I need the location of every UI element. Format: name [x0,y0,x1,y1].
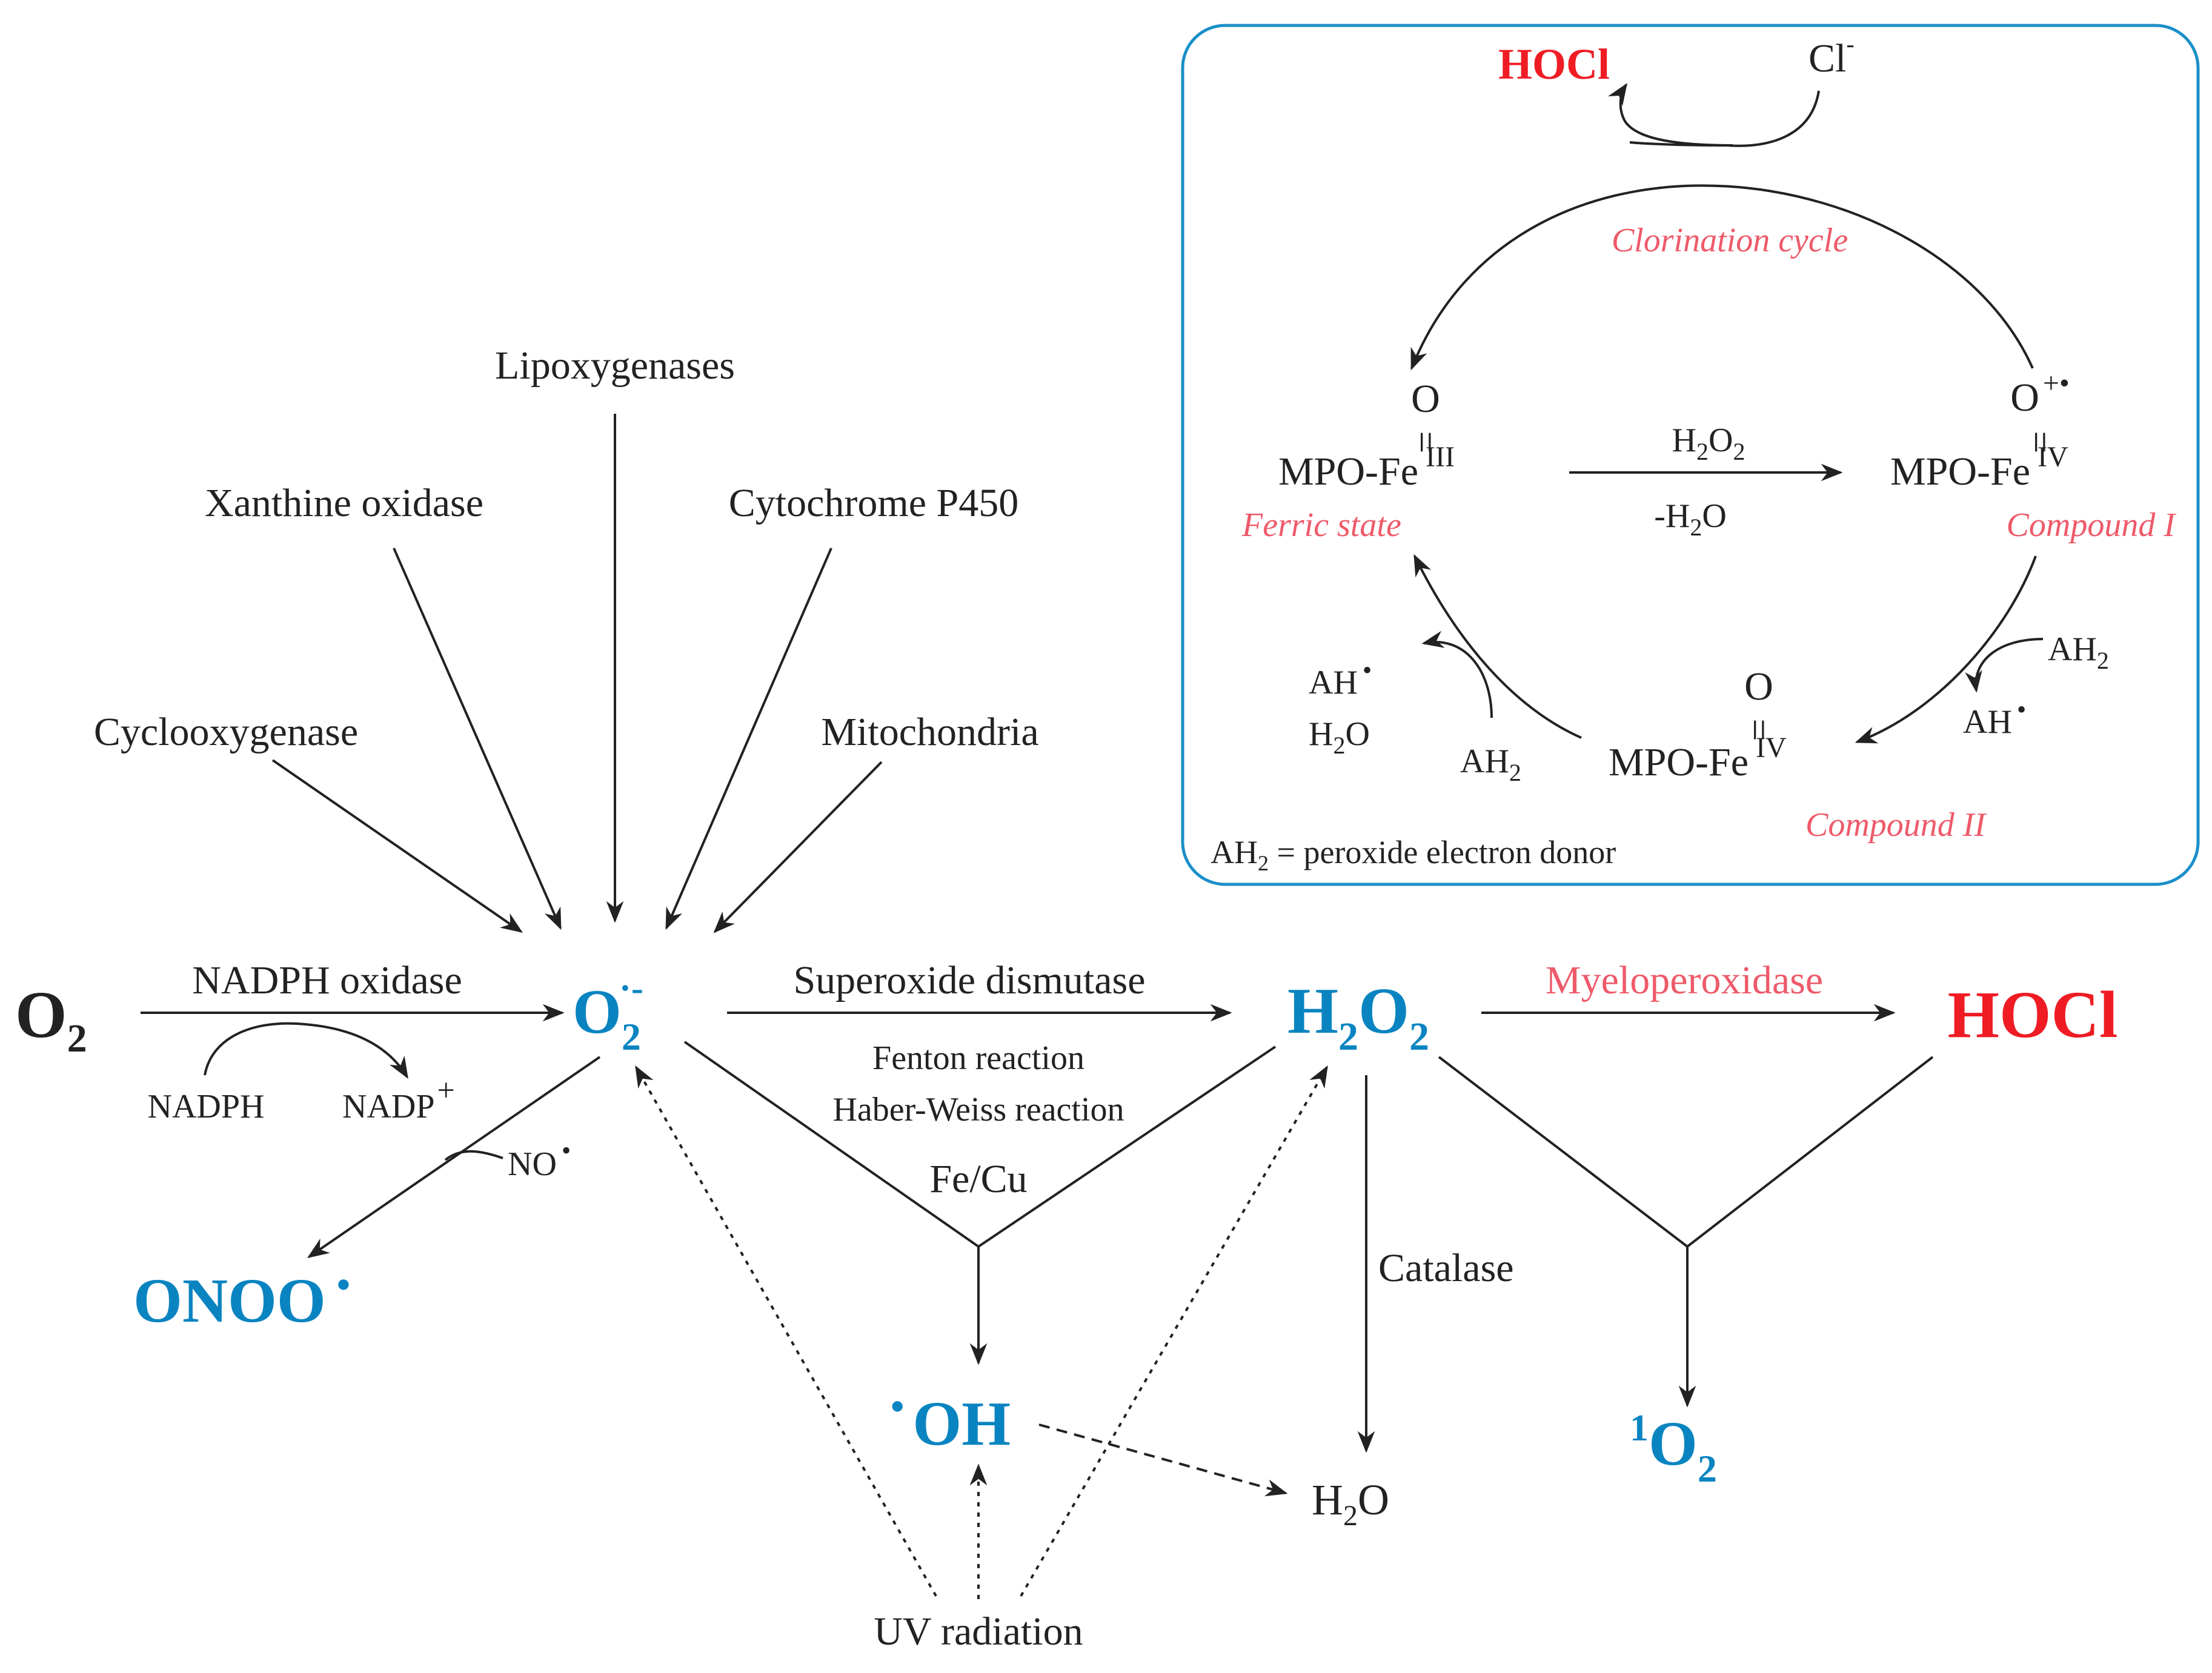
mitochondria-arrow [713,761,883,933]
compound-i-oxo-o: O+• [2010,367,2070,420]
chlorination-cycle-label: Clorination cycle [1612,222,1848,259]
left-ah-radical-label: AH• [1309,655,1372,701]
catalase-label: Catalase [1378,1246,1514,1290]
uv-radiation-label: UV radiation [874,1609,1083,1654]
nadph-oxidase-label: NADPH oxidase [192,958,462,1002]
superoxide-sources: Lipoxygenases Xanthine oxidase Cytochrom… [94,343,1039,933]
cycle-arc-left [1413,554,1582,739]
cycle-arc-top [1410,184,2034,371]
main-pathway: O2 NADPH oxidase NADPH NADP+ O2·- Supero… [15,958,2118,1128]
right-ah2-label: AH2 [2048,631,2109,674]
fenton-left-branch [683,1041,980,1248]
inset-h2o2-label: H2O2 [1672,422,1745,465]
ferric-state-label: Ferric state [1241,506,1401,544]
uv-to-superoxide-arrow [635,1065,937,1597]
lower-reactions: NO• ONOO• Fe/Cu •OH Catalase H2O 1O2 [133,1041,1934,1654]
inset-border [1181,24,2200,886]
source-xanthine-oxidase: Xanthine oxidase [205,481,483,525]
compound-ii-oxo-o: O [1744,664,1773,709]
hydroxyl-to-water-arrow [1038,1423,1288,1497]
nadp-label: NADP+ [342,1073,455,1125]
fenton-right-branch [977,1045,1277,1248]
right-donor-curve [1965,638,2044,693]
nitric-oxide-curve [444,1150,503,1161]
singlet-oxygen: 1O2 [1630,1408,1717,1490]
nadph-cofactor-curve [204,1022,408,1079]
source-lipoxygenases: Lipoxygenases [495,343,735,388]
hydroxyl-radical: •OH [891,1385,1011,1459]
inset-chloride-label: Cl- [1808,30,1855,81]
oxygen-o2: O2 [15,978,87,1061]
source-cyclooxygenase: Cyclooxygenase [94,710,358,754]
fe-cu-label: Fe/Cu [929,1157,1027,1201]
compound-i-double-bond: = [2018,431,2062,453]
superoxide-o2: O2·- [573,968,643,1058]
minus-water-label: -H2O [1654,497,1727,541]
right-ah-radical-label: AH• [1963,695,2026,741]
singlet-left-branch [1438,1056,1689,1248]
water-product: H2O [1312,1476,1389,1532]
compound-ii-label: Compound II [1805,806,1987,844]
hypochlorous-acid: HOCl [1947,978,2117,1052]
source-cytochrome-p450: Cytochrome P450 [729,481,1018,525]
myeloperoxidase-label: Myeloperoxidase [1546,958,1823,1002]
nitric-oxide-label: NO• [508,1136,571,1183]
fenton-reaction-label: Fenton reaction [872,1039,1084,1077]
left-ah2-label: AH2 [1460,743,1521,786]
compound-ii-double-bond: = [1737,718,1781,741]
source-mitochondria: Mitochondria [821,710,1038,754]
peroxynitrite-arrow [307,1056,601,1259]
peroxynitrite: ONOO• [133,1263,350,1336]
ferric-oxo-o: O [1411,377,1440,421]
nadph-label: NADPH [148,1088,265,1125]
cytochrome-p450-arrow [665,548,832,930]
cycle-arc-right [1855,555,2037,744]
inset-hocl-label: HOCl [1498,40,1610,88]
superoxide-dismutase-label: Superoxide dismutase [793,958,1145,1002]
inset-footnote: AH2 = peroxide electron donor [1211,834,1616,875]
chloride-input-curve [1629,90,1820,147]
singlet-right-branch [1686,1056,1934,1248]
haber-weiss-label: Haber-Weiss reaction [832,1091,1124,1128]
left-water-label: H2O [1309,715,1370,759]
uv-to-h2o2-arrow [1020,1065,1328,1597]
cyclooxygenase-arrow [271,759,523,933]
hocl-release-curve [1608,83,1733,147]
xanthine-oxidase-arrow [393,548,562,930]
left-donor-curve [1421,631,1493,718]
hydrogen-peroxide: H2O2 [1287,975,1429,1059]
ferric-double-bond: = [1404,431,1448,453]
compound-i-label: Compound I [2007,506,2177,544]
